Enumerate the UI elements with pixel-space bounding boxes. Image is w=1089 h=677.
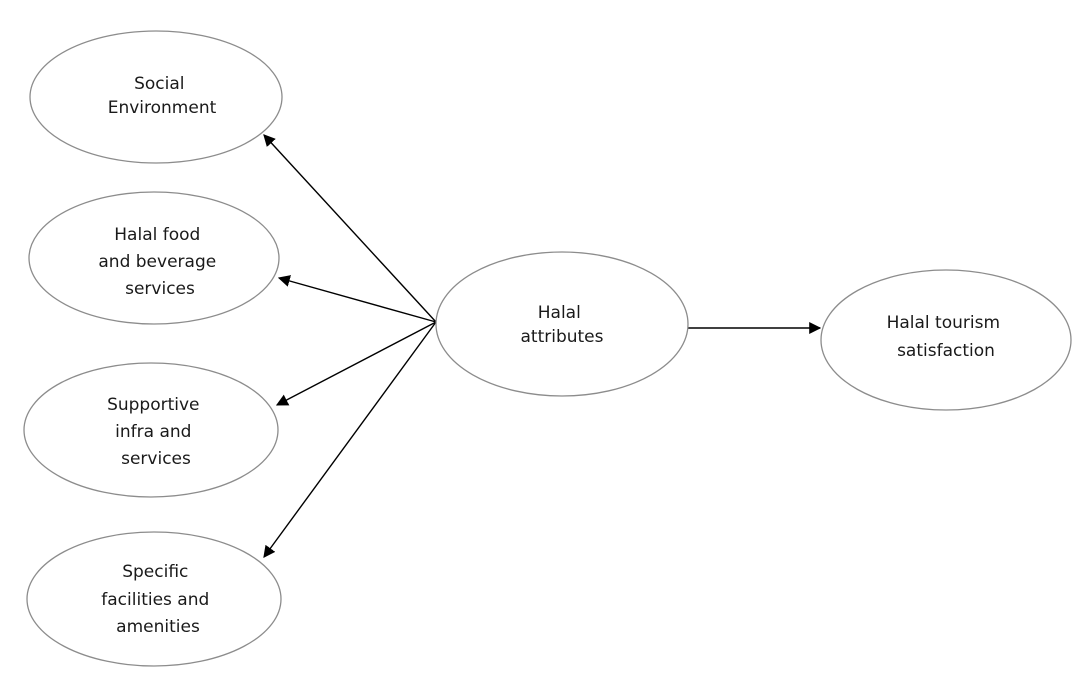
- edge-attributes-to-specific-facilities: [263, 321, 437, 558]
- node-halal-food-beverage-shape: [28, 191, 280, 325]
- node-specific-facilities-shape: [26, 531, 282, 667]
- node-halal-food-beverage: Halal food and beverage services: [28, 191, 280, 325]
- nodes-layer: Social Environment Halal food and bevera…: [23, 30, 1072, 667]
- node-halal-attributes-shape: [435, 251, 689, 397]
- node-halal-attributes-label: Halal attributes: [520, 303, 603, 347]
- node-social-environment: Social Environment: [29, 30, 283, 164]
- node-specific-facilities: Specific facilities and amenities: [26, 531, 282, 667]
- node-halal-tourism-satisfaction-label: Halal tourism satisfaction: [887, 313, 1006, 361]
- node-specific-facilities-label: Specific facilities and amenities: [101, 562, 214, 637]
- node-supportive-infra: Supportive infra and services: [23, 362, 279, 498]
- node-supportive-infra-label: Supportive infra and services: [107, 395, 205, 469]
- node-halal-attributes: Halal attributes: [435, 251, 689, 397]
- node-halal-food-beverage-label: Halal food and beverage services: [98, 225, 221, 299]
- edge-attributes-to-halal-food-beverage: [277, 275, 437, 323]
- edge-attributes-to-supportive-infra: [275, 321, 437, 406]
- node-halal-tourism-satisfaction: Halal tourism satisfaction: [820, 269, 1072, 411]
- node-halal-tourism-satisfaction-shape: [820, 269, 1072, 411]
- edges-layer: [263, 134, 822, 558]
- node-social-environment-shape: [29, 30, 283, 164]
- node-social-environment-label: Social Environment: [108, 74, 217, 118]
- node-supportive-infra-shape: [23, 362, 279, 498]
- edge-attributes-to-social-environment: [263, 134, 437, 323]
